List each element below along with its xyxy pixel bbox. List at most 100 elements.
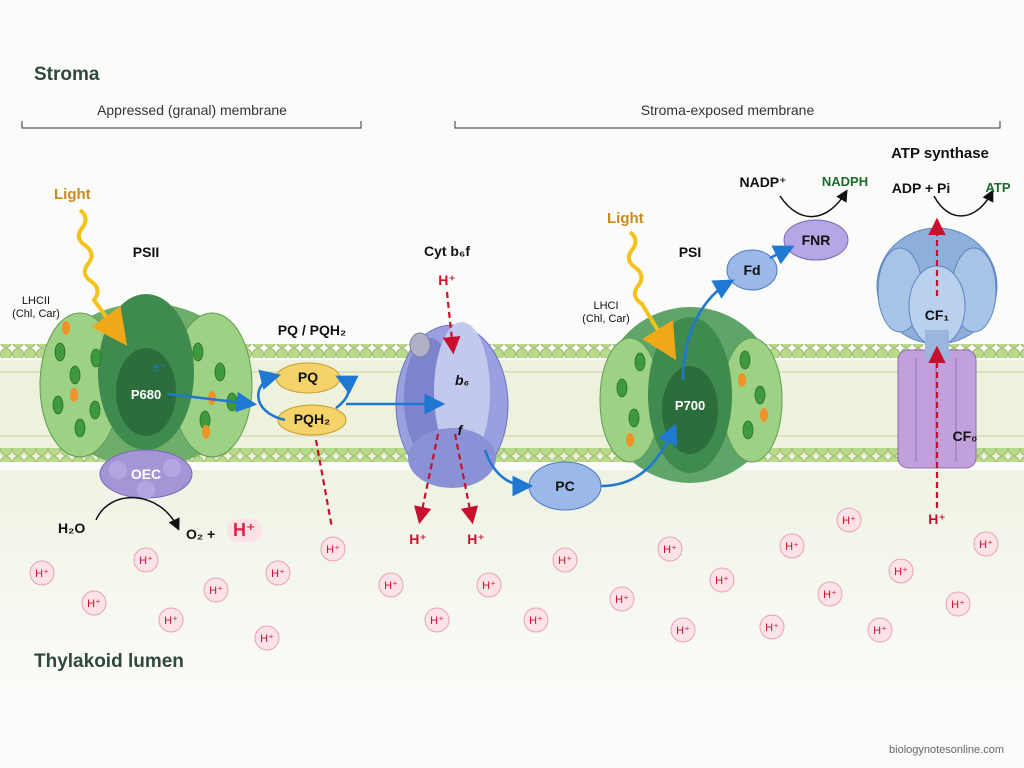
svg-text:H⁺: H⁺ bbox=[384, 580, 398, 592]
lhci-pigments: (Chl, Car) bbox=[582, 313, 630, 325]
stroma-exposed-range-bar bbox=[454, 121, 1001, 129]
pqh2-label: PQH₂ bbox=[293, 411, 331, 427]
svg-text:H⁺: H⁺ bbox=[676, 625, 690, 637]
proton-release-right-arrow bbox=[453, 433, 479, 525]
psii-light-label: Light bbox=[54, 186, 91, 203]
oec-cluster bbox=[99, 449, 193, 499]
proton-release-left-arrow bbox=[414, 433, 440, 525]
svg-text:H⁺: H⁺ bbox=[615, 594, 629, 606]
water-split-arc bbox=[95, 497, 180, 531]
pqh2-proton-arrow bbox=[314, 439, 334, 529]
svg-text:H⁺: H⁺ bbox=[951, 599, 965, 611]
lumen-proton: H⁺ bbox=[378, 572, 404, 598]
fnr-label: FNR bbox=[801, 232, 831, 248]
svg-text:H⁺: H⁺ bbox=[326, 544, 340, 556]
lhci-name: LHCI bbox=[593, 300, 619, 312]
lumen-proton: H⁺ bbox=[552, 547, 578, 573]
lumen-proton: H⁺ bbox=[320, 536, 346, 562]
p680-label: P680 bbox=[130, 387, 162, 402]
psii-title: PSII bbox=[132, 244, 160, 260]
lumen-background bbox=[0, 470, 1024, 690]
atp-label: ATP bbox=[985, 180, 1011, 195]
p700-label: P700 bbox=[674, 398, 706, 413]
svg-text:H⁺: H⁺ bbox=[209, 585, 223, 597]
svg-text:H⁺: H⁺ bbox=[823, 589, 837, 601]
fd-to-fnr-arrow bbox=[769, 245, 795, 265]
stroma-exposed-membrane-label: Stroma-exposed membrane bbox=[640, 102, 815, 118]
lumen-proton: H⁺ bbox=[817, 581, 843, 607]
pc-label: PC bbox=[555, 478, 575, 494]
svg-text:H⁺: H⁺ bbox=[663, 544, 677, 556]
cyt-lumen-proton-left: H⁺ bbox=[409, 531, 427, 547]
pq-cycle-arrow-left bbox=[257, 369, 286, 422]
svg-text:H⁺: H⁺ bbox=[979, 539, 993, 551]
lumen-proton: H⁺ bbox=[709, 567, 735, 593]
lumen-proton: H⁺ bbox=[657, 536, 683, 562]
nadp-arc bbox=[779, 189, 848, 218]
nadp-label: NADP⁺ bbox=[739, 174, 787, 190]
lhcii-name: LHCII bbox=[21, 295, 51, 307]
cyt-stroma-proton-label: H⁺ bbox=[438, 272, 456, 288]
psii-light-arrow bbox=[76, 208, 128, 346]
lumen-proton: H⁺ bbox=[203, 577, 229, 603]
oec-proton-label: H⁺ bbox=[227, 519, 262, 542]
atp-synthase-proton-label: H⁺ bbox=[928, 511, 946, 527]
svg-text:H⁺: H⁺ bbox=[529, 615, 543, 627]
b6-label: b₆ bbox=[454, 372, 470, 388]
nadph-label: NADPH bbox=[821, 174, 869, 189]
lumen-proton: H⁺ bbox=[973, 531, 999, 557]
cyt-lumen-proton-right: H⁺ bbox=[467, 531, 485, 547]
fd-label: Fd bbox=[743, 262, 761, 278]
pc-to-p700-arrow bbox=[600, 423, 678, 488]
atp-synthase-title: ATP synthase bbox=[891, 145, 989, 162]
p700-to-fd-arrow bbox=[681, 279, 735, 381]
svg-text:H⁺: H⁺ bbox=[842, 515, 856, 527]
lhcii-label: LHCII (Chl, Car) bbox=[12, 295, 60, 321]
lumen-proton: H⁺ bbox=[759, 614, 785, 640]
svg-text:H⁺: H⁺ bbox=[271, 568, 285, 580]
atp-arc bbox=[933, 189, 994, 217]
lumen-proton: H⁺ bbox=[888, 558, 914, 584]
lumen-proton: H⁺ bbox=[81, 590, 107, 616]
appressed-range-bar bbox=[21, 121, 362, 129]
cyt-to-pc-arrow bbox=[483, 449, 534, 497]
pq-label: PQ bbox=[297, 369, 319, 385]
svg-text:H⁺: H⁺ bbox=[430, 615, 444, 627]
lumen-proton: H⁺ bbox=[609, 586, 635, 612]
lumen-proton: H⁺ bbox=[133, 547, 159, 573]
svg-text:H⁺: H⁺ bbox=[873, 625, 887, 637]
svg-text:H⁺: H⁺ bbox=[765, 622, 779, 634]
watermark: biologynotesonline.com bbox=[889, 744, 1004, 756]
appressed-membrane-label: Appressed (granal) membrane bbox=[97, 102, 287, 118]
pq-pool-title: PQ / PQH₂ bbox=[277, 322, 347, 338]
lumen-proton: H⁺ bbox=[670, 617, 696, 643]
stroma-label: Stroma bbox=[34, 64, 100, 85]
lumen-proton: H⁺ bbox=[158, 607, 184, 633]
lhci-label: LHCI (Chl, Car) bbox=[582, 300, 630, 326]
pq-cycle-arrow-right bbox=[335, 375, 359, 410]
f-label: f bbox=[457, 422, 463, 438]
oec-label: OEC bbox=[130, 466, 162, 482]
svg-text:H⁺: H⁺ bbox=[715, 575, 729, 587]
svg-text:H⁺: H⁺ bbox=[260, 633, 274, 645]
lumen-proton: H⁺ bbox=[29, 560, 55, 586]
p680-to-pq-arrow bbox=[167, 391, 258, 413]
lumen-proton: H⁺ bbox=[945, 591, 971, 617]
cf1-label: CF₁ bbox=[924, 307, 950, 323]
psi-light-label: Light bbox=[607, 210, 644, 227]
lumen-proton: H⁺ bbox=[424, 607, 450, 633]
svg-text:H⁺: H⁺ bbox=[785, 541, 799, 553]
lumen-protons: H⁺ H⁺ H⁺ H⁺ H⁺ H⁺ H⁺ H⁺ H⁺ H⁺ H⁺ H⁺ H⁺ H⁺ H⁺ H⁺ H⁺ H⁺ H⁺ H⁺… bbox=[29, 507, 999, 651]
svg-text:H⁺: H⁺ bbox=[482, 580, 496, 592]
svg-text:H⁺: H⁺ bbox=[87, 598, 101, 610]
lumen-proton: H⁺ bbox=[867, 617, 893, 643]
svg-text:H⁺: H⁺ bbox=[164, 615, 178, 627]
lumen-proton: H⁺ bbox=[254, 625, 280, 651]
lumen-proton: H⁺ bbox=[476, 572, 502, 598]
svg-text:H⁺: H⁺ bbox=[139, 555, 153, 567]
fd-shape bbox=[726, 249, 778, 291]
lumen-proton: H⁺ bbox=[836, 507, 862, 533]
svg-text:H⁺: H⁺ bbox=[35, 568, 49, 580]
fnr-shape bbox=[783, 219, 849, 261]
